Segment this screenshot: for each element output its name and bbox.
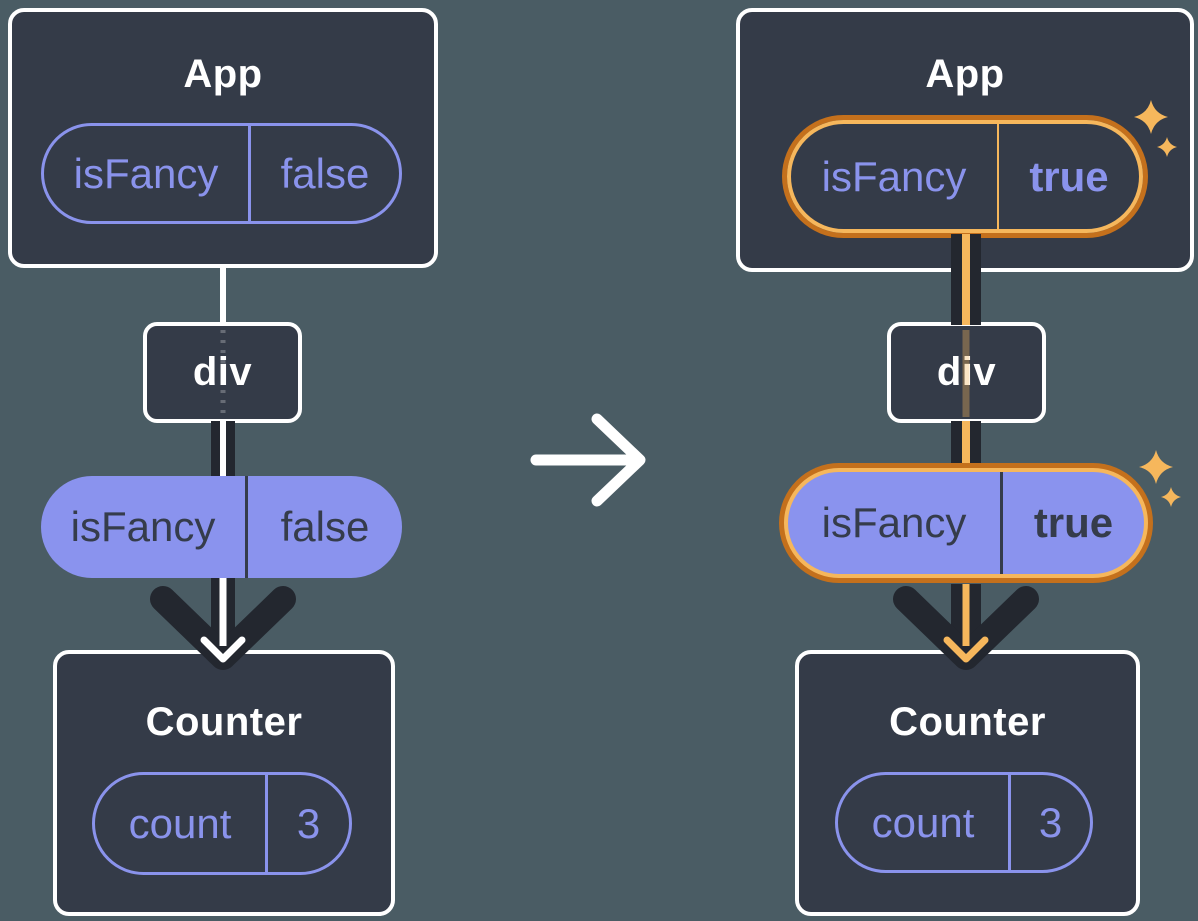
counter-title: Counter bbox=[145, 700, 303, 744]
app-title: App bbox=[925, 52, 1005, 96]
passed-prop-pill-before: isFancy false bbox=[41, 476, 402, 578]
div-element-box-after: div bbox=[887, 322, 1046, 423]
div-label: div bbox=[936, 350, 997, 394]
app-component-box-after: App isFancy true bbox=[736, 8, 1194, 272]
prop-name: isFancy bbox=[70, 503, 216, 550]
passed-prop-pill-after-highlighted: isFancy true bbox=[784, 468, 1148, 578]
app-component-box-before: App isFancy false bbox=[8, 8, 438, 268]
prop-value: true bbox=[1000, 472, 1144, 574]
counter-component-box-before: Counter count 3 bbox=[53, 650, 395, 916]
sparkle-small bbox=[1161, 487, 1181, 507]
state-value: 3 bbox=[1008, 775, 1090, 870]
state-value: 3 bbox=[265, 775, 349, 872]
arrow-right-head bbox=[591, 413, 646, 507]
sparkle-large bbox=[1139, 450, 1173, 484]
state-name: count bbox=[871, 798, 975, 846]
prop-value: false bbox=[245, 476, 402, 578]
counter-component-box-after: Counter count 3 bbox=[795, 650, 1140, 916]
app-prop-pill-before: isFancy false bbox=[41, 123, 402, 224]
prop-value: false bbox=[248, 126, 399, 221]
prop-flow-chevron-after bbox=[893, 586, 1039, 670]
app-prop-pill-after-highlighted: isFancy true bbox=[787, 120, 1143, 233]
prop-name: isFancy bbox=[821, 152, 967, 200]
counter-state-pill-after: count 3 bbox=[835, 772, 1093, 873]
div-element-box-before: div bbox=[143, 322, 302, 423]
prop-name: isFancy bbox=[821, 499, 967, 546]
arrow-right-icon bbox=[530, 413, 646, 507]
counter-title: Counter bbox=[889, 700, 1046, 744]
sparkles-icon bbox=[1139, 450, 1181, 507]
div-label: div bbox=[192, 350, 253, 394]
prop-value: true bbox=[997, 124, 1139, 229]
prop-flow-chevron-before bbox=[150, 586, 296, 670]
app-title: App bbox=[183, 52, 263, 96]
prop-name: isFancy bbox=[73, 149, 219, 197]
counter-state-pill-before: count 3 bbox=[92, 772, 352, 875]
state-name: count bbox=[128, 799, 232, 847]
